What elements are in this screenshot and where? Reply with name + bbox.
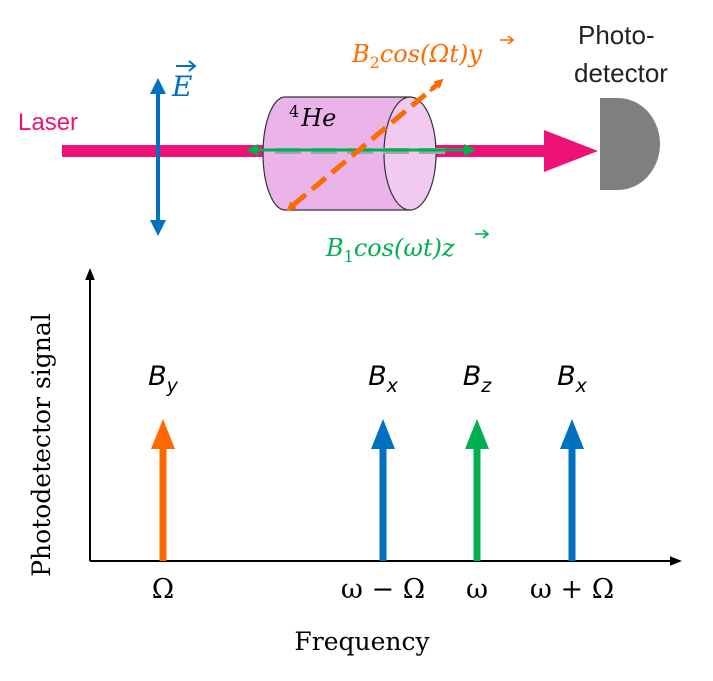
peak-arrow-head-2	[371, 419, 395, 449]
laser-arrowhead	[544, 130, 598, 172]
spectrum-chart: Photodetector signal Frequency ByΩ Bx ω − …	[27, 268, 682, 656]
peak-arrow-shaft-3	[473, 447, 481, 561]
b1-label-symbol: B	[325, 234, 344, 262]
tick-label-2: ω − Ω	[341, 574, 425, 605]
peak-arrow-shaft-4	[568, 447, 576, 561]
b2-arrowhead-upper	[428, 78, 444, 93]
b2-label-symbol: B	[351, 40, 370, 68]
peak-arrow-shaft-1	[159, 447, 167, 561]
photodetector-shape	[600, 98, 660, 190]
e-field-symbol: E	[171, 70, 192, 103]
tick-label-3: ω	[466, 574, 488, 605]
y-axis-label: Photodetector signal	[27, 313, 56, 577]
photodetector-label-line1: Photo-	[578, 20, 655, 50]
b2-label-rest: cos(Ωt)	[380, 40, 468, 68]
photodetector-label-line2: detector	[574, 58, 668, 88]
peak-arrow-head-3	[465, 419, 489, 449]
cell-label-text: He	[300, 104, 336, 132]
laser-label: Laser	[18, 109, 78, 136]
peak-arrow-head-1	[151, 419, 175, 449]
b1-label-subscript: 1	[344, 247, 354, 266]
b2-dashed-line	[290, 82, 440, 208]
b1-label-vector: z	[441, 234, 455, 262]
cell-label: 4He	[289, 102, 336, 132]
peak-label-2: Bx	[368, 361, 399, 397]
tick-label-1: Ω	[152, 574, 174, 605]
peak-arrow-head-4	[560, 419, 584, 449]
cell-label-superscript: 4	[289, 102, 299, 121]
b2-label-subscript: 2	[370, 53, 380, 72]
b1-vector-arrow	[475, 229, 490, 239]
b2-arrowhead-lower	[286, 197, 302, 212]
b2-label: B2cos(Ωt)y	[351, 40, 482, 72]
b1-label-rest: cos(ωt)	[354, 234, 442, 262]
b2-label-vector: y	[467, 40, 482, 68]
tick-label-4: ω + Ω	[530, 574, 614, 605]
b2-vector-arrow	[500, 35, 515, 45]
peak-label-3: Bz	[463, 361, 493, 397]
peak-label-1: By	[148, 361, 179, 397]
peak-label-4: Bx	[557, 361, 588, 397]
x-axis-label: Frequency	[294, 627, 430, 656]
e-field-vector-arrow	[176, 60, 197, 72]
peak-arrows: ByΩ Bx ω − Ω Bz ω Bx ω + Ω	[148, 361, 614, 605]
b1-label: B1cos(ωt)z	[325, 234, 455, 266]
peak-arrow-shaft-2	[379, 447, 387, 561]
e-field-label: E	[171, 60, 197, 103]
